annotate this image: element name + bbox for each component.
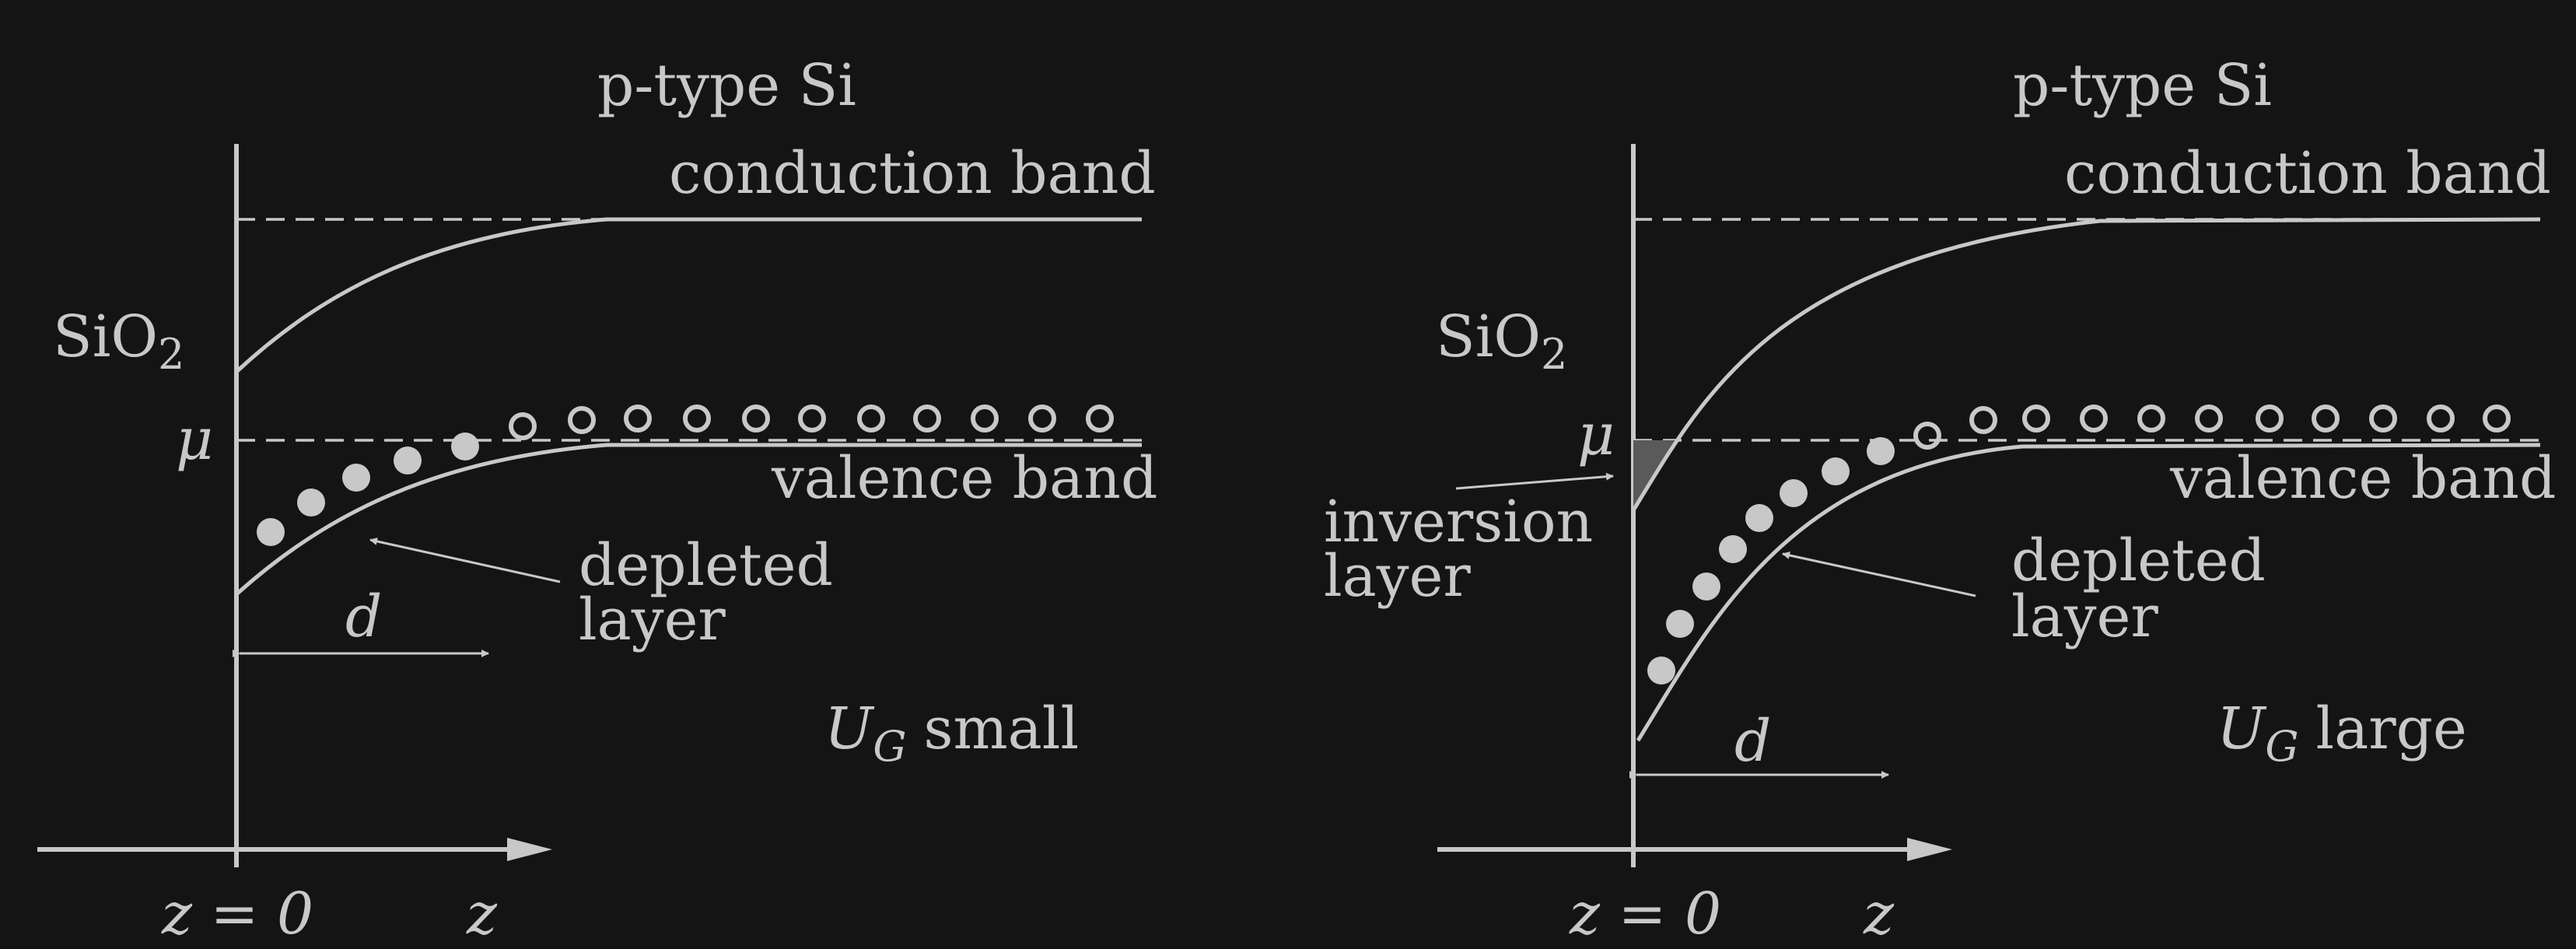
right-hole (2195, 404, 2223, 432)
left-conduction-label: conduction band (669, 140, 1156, 207)
left-hole (1086, 404, 1114, 432)
left-z0-label: z = 0 (161, 881, 313, 947)
left-hole (1028, 404, 1056, 432)
left-depleted-label-2: layer (579, 587, 726, 653)
right-hole (2427, 404, 2455, 432)
left-hole (509, 412, 537, 440)
right-filled-dot (1822, 457, 1850, 485)
right-conduction-label: conduction band (2064, 140, 2551, 207)
right-hole (2080, 404, 2108, 432)
right-hole (2312, 404, 2340, 432)
left-hole (798, 404, 826, 432)
left-valence-label: valence band (771, 445, 1157, 512)
right-hole (1913, 422, 1941, 450)
left-mu-label: μ (176, 406, 213, 473)
left-depleted-pointer (369, 538, 561, 583)
right-depleted-pointer (1782, 552, 1976, 597)
left-filled-dot (451, 432, 479, 460)
panel-right: p-type Si conduction band valence band S… (1324, 52, 2556, 947)
left-hole (913, 404, 941, 432)
left-hole (568, 406, 596, 434)
right-filled-dot (1647, 657, 1675, 685)
right-filled-dot (1780, 479, 1808, 507)
left-conduction-band-curve (235, 217, 1142, 373)
right-valence-label: valence band (2169, 445, 2556, 512)
right-depleted-label-2: layer (2011, 583, 2158, 650)
right-filled-dot (1745, 504, 1773, 532)
left-d-label: d (345, 583, 382, 650)
left-hole (971, 404, 999, 432)
right-hole (2137, 404, 2165, 432)
right-filled-dot (1719, 535, 1747, 563)
right-inversion-label-1: inversion (1324, 489, 1593, 555)
right-z-label: z (1863, 881, 1895, 947)
right-z0-label: z = 0 (1569, 881, 1721, 947)
right-filled-dot (1666, 610, 1694, 638)
right-hole (1969, 406, 1997, 434)
right-depleted-label-1: depleted (2011, 527, 2266, 594)
right-oxide-label: SiO2 (1436, 303, 1567, 379)
right-filled-dot (1867, 437, 1895, 465)
right-inversion-pointer (1455, 472, 1614, 490)
right-hole (2256, 404, 2284, 432)
left-hole (624, 404, 652, 432)
right-valence-band-curve (1636, 443, 2541, 742)
left-filled-dot (342, 464, 370, 492)
right-conduction-band-curve (1631, 217, 2541, 512)
right-mu-label: μ (1577, 401, 1615, 468)
left-title: p-type Si (597, 52, 856, 119)
right-z-arrowhead (1907, 838, 1952, 861)
right-hole (2483, 404, 2511, 432)
left-depleted-label-1: depleted (579, 532, 833, 599)
left-filled-dot (394, 446, 422, 474)
right-hole (2022, 404, 2050, 432)
left-filled-dot (257, 518, 285, 546)
left-z-label: z (466, 881, 498, 947)
left-hole (857, 404, 885, 432)
right-hole (2369, 404, 2397, 432)
left-valence-band-curve (235, 443, 1142, 596)
right-inversion-label-2: layer (1324, 543, 1471, 610)
left-z-arrowhead (507, 838, 552, 861)
panel-left: p-type Si conduction band valence band S… (37, 52, 1157, 947)
left-hole (683, 404, 711, 432)
right-filled-dot (1692, 573, 1720, 601)
left-oxide-label: SiO2 (53, 303, 184, 379)
right-d-label: d (1734, 708, 1771, 775)
right-title: p-type Si (2013, 52, 2272, 119)
left-filled-dot (297, 489, 325, 517)
left-hole (742, 404, 770, 432)
